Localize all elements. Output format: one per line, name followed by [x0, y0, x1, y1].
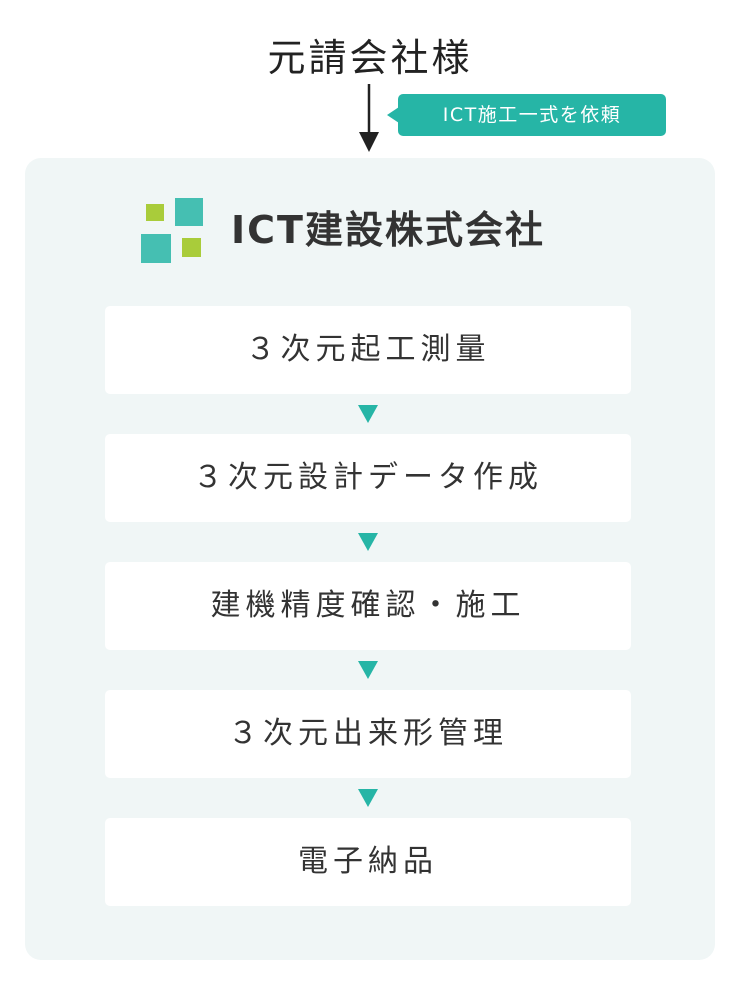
step-arrow-icon: [358, 789, 378, 807]
company-name: ICT建設株式会社: [231, 208, 545, 252]
request-arrow-icon: [359, 84, 379, 152]
company-logo-icon: [141, 198, 203, 263]
request-badge: ICT施工一式を依頼: [387, 94, 666, 136]
step-arrow-icon: [358, 661, 378, 679]
workflow-step-survey: ３次元起工測量: [105, 306, 631, 394]
workflow-step-design-data: ３次元設計データ作成: [105, 434, 631, 522]
workflow-step-completion-management: ３次元出来形管理: [105, 690, 631, 778]
client-name: 元請会社様: [267, 36, 473, 80]
contractor-panel: ICT建設株式会社 ３次元起工測量 ３次元設計データ作成 建機精度確認・施工 ３…: [25, 158, 715, 960]
company-header: ICT建設株式会社: [25, 198, 715, 264]
step-arrow-icon: [358, 405, 378, 423]
step-arrow-icon: [358, 533, 378, 551]
workflow-step-machine-construction: 建機精度確認・施工: [105, 562, 631, 650]
workflow-step-electronic-delivery: 電子納品: [105, 818, 631, 906]
